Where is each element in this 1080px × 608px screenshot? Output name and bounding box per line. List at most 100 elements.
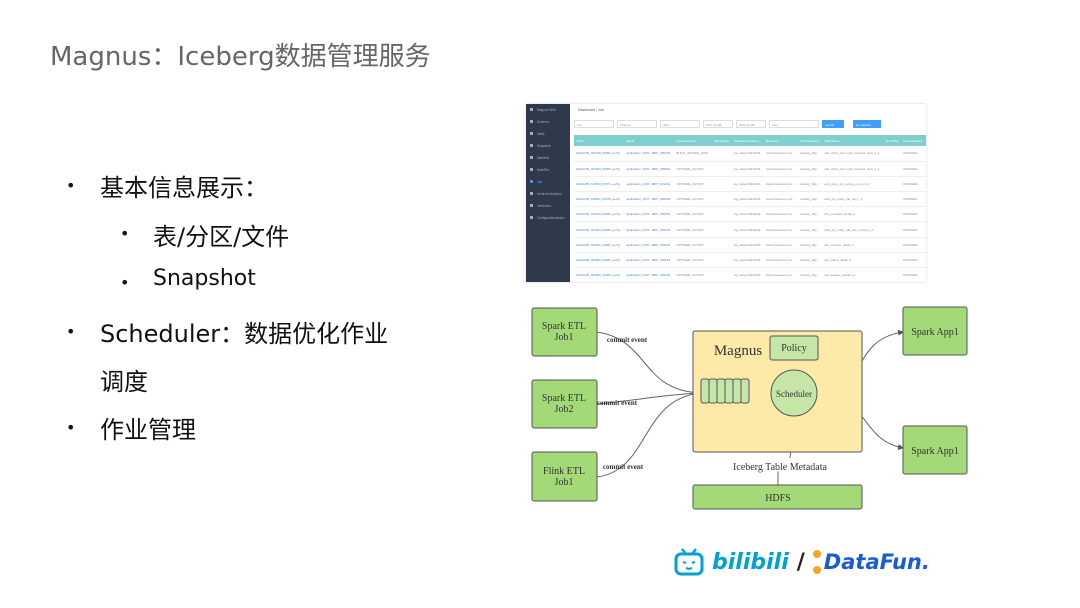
scheduler-circle [770, 369, 818, 417]
user-input[interactable]: user [769, 120, 819, 128]
bullet-dot: • [66, 418, 76, 437]
table-cell[interactable]: application_1637...0807_330161 [624, 237, 675, 253]
search-button[interactable]: search [822, 120, 844, 128]
arrow-job1-queue [596, 331, 701, 396]
sidebar-item[interactable]: Magnus Web [526, 104, 570, 116]
spark-app2-box [902, 425, 968, 475]
table-cell[interactable]: application_1637...0807_330104 [624, 221, 675, 238]
sidebar-item[interactable]: JobAction [526, 200, 570, 212]
table-cell[interactable]: 20211205_012501_00070_ee7rg [574, 191, 625, 208]
table-cell[interactable]: 20211205_012500_00069_ee7rg [574, 206, 625, 223]
table-cell[interactable]: application_1637...0807_301201 [624, 176, 675, 193]
table-cell: iceberg_bdp [798, 146, 823, 162]
column-header[interactable]: MergeType [712, 135, 732, 146]
metadata-label: Iceberg Table Metadata [733, 462, 827, 473]
table-cell[interactable]: application_1637...0807_330162 [624, 267, 675, 282]
spark-etl-job2-box [531, 379, 598, 429]
sidebar-item[interactable]: Schema [526, 116, 570, 128]
table-cell: log_date=20211204 [732, 237, 764, 253]
table-cell: live_feature_session_d [822, 267, 885, 282]
column-header[interactable]: JobId [574, 135, 625, 146]
sidebar-item[interactable]: ArchiveJobAction [526, 188, 570, 200]
table-cell[interactable]: application_1637...0807_330163 [624, 252, 675, 269]
sidebar-item[interactable]: DataFile [526, 164, 570, 176]
table-cell: OPTIMIZE_ACTION [674, 237, 713, 253]
table-cell [884, 267, 902, 282]
table-cell: class Resource {cor... [763, 221, 799, 238]
table-cell: ads_prism_anti_topic_hotword_rank_a_d [822, 146, 885, 162]
table-cell: class Resource {cor... [763, 161, 799, 177]
sidebar-item[interactable]: Manifest [526, 152, 570, 164]
table-cell[interactable]: application_1637...0807_305691 [624, 161, 675, 177]
table-select[interactable]: table [660, 120, 700, 128]
sidebar-item-active[interactable]: Job [526, 176, 570, 188]
table-cell: iceberg_bdp [798, 237, 823, 253]
table-cell[interactable]: 20211205_012500_00071_ee7rg [574, 176, 625, 193]
column-header[interactable]: OperationType [674, 135, 713, 146]
table-cell [884, 191, 902, 208]
table-cell[interactable]: 20211205_004739_00001_ee7rg [574, 146, 625, 162]
sidebar-item[interactable]: ConfigurationAction [526, 212, 570, 224]
column-header[interactable]: ErrorMsg [884, 135, 902, 146]
column-header[interactable]: SchemaName [798, 135, 823, 146]
table-cell: class Resource {cor... [763, 252, 799, 269]
table-cell [712, 221, 732, 238]
table-cell[interactable]: 20211205_002500_00000_ee7rg [574, 161, 625, 177]
column-header[interactable]: TableName [822, 135, 885, 146]
table-cell: FINISHED [901, 161, 926, 177]
table-cell[interactable]: 20211205_002501_00067_ee7rg [574, 237, 625, 253]
table-cell[interactable]: 20211205_004500_00068_ee7rg [574, 221, 625, 238]
table-cell: live_consume_detail_d [822, 206, 885, 223]
table-cell: log_date=20211204 [732, 252, 764, 269]
sidebar-item[interactable]: Table [526, 128, 570, 140]
table-cell: iceberg_bdp [798, 206, 823, 223]
bullet-dot: • [66, 176, 76, 195]
event-queue [700, 378, 750, 404]
type-select[interactable]: ALL [574, 120, 614, 128]
date-to[interactable]: 2021-12-05 [736, 120, 766, 128]
flink-job1-label: Flink ETL [543, 466, 585, 477]
table-cell[interactable]: application_1637...0807_300508 [624, 191, 675, 208]
table-cell [712, 161, 732, 177]
schema-select[interactable]: schema [617, 120, 657, 128]
table-cell: FINISHED [901, 252, 926, 269]
spark-job2-label: Job2 [555, 404, 574, 415]
table-cell: log_date=20211204 [732, 161, 764, 177]
table-cell: log_date=20211204 [732, 206, 764, 223]
column-header[interactable]: Resource [763, 135, 799, 146]
table-cell[interactable]: 20211205_002500_00066_ee7rg [574, 252, 625, 269]
table-cell [884, 221, 902, 238]
footer-logos: bilibili / DataFun. [674, 545, 930, 579]
table-cell: FINISHED [901, 176, 926, 193]
table-cell [884, 237, 902, 253]
job-params-button[interactable]: job params [853, 120, 881, 128]
table-cell [712, 237, 732, 253]
table-cell: log_date=20211204 [732, 176, 764, 193]
table-cell: OPTIMIZE_ACTION [674, 206, 713, 223]
logo-separator: / [796, 549, 805, 575]
column-header[interactable]: PartitionConditions [732, 135, 764, 146]
table-cell[interactable]: application_1637...0807_300503 [624, 206, 675, 223]
table-cell[interactable]: 20211205_002500_00065_ee7rg [574, 267, 625, 282]
table-cell [712, 176, 732, 193]
column-header[interactable]: ExecuteStatus [901, 135, 926, 146]
table-cell: iceberg_bdp [798, 191, 823, 208]
table-cell: FINISHED [901, 191, 926, 208]
policy-box [769, 335, 819, 361]
table-cell: OPTIMIZE_ACTION [674, 252, 713, 269]
bullet-dot: • [120, 273, 130, 292]
table-cell: class Resource {cor... [763, 206, 799, 223]
sidebar-item[interactable]: Snapshot [526, 140, 570, 152]
table-cell [712, 146, 732, 162]
table-cell[interactable]: application_1637...0807_305709 [624, 146, 675, 162]
table-cell: live_consum_detail_d [822, 237, 885, 253]
column-header[interactable]: AppId [624, 135, 675, 146]
table-cell: class Resource {cor... [763, 176, 799, 193]
slide-title: Magnus：Iceberg数据管理服务 [50, 42, 431, 72]
table-cell [884, 206, 902, 223]
date-from[interactable]: 2021-12-05 [703, 120, 733, 128]
